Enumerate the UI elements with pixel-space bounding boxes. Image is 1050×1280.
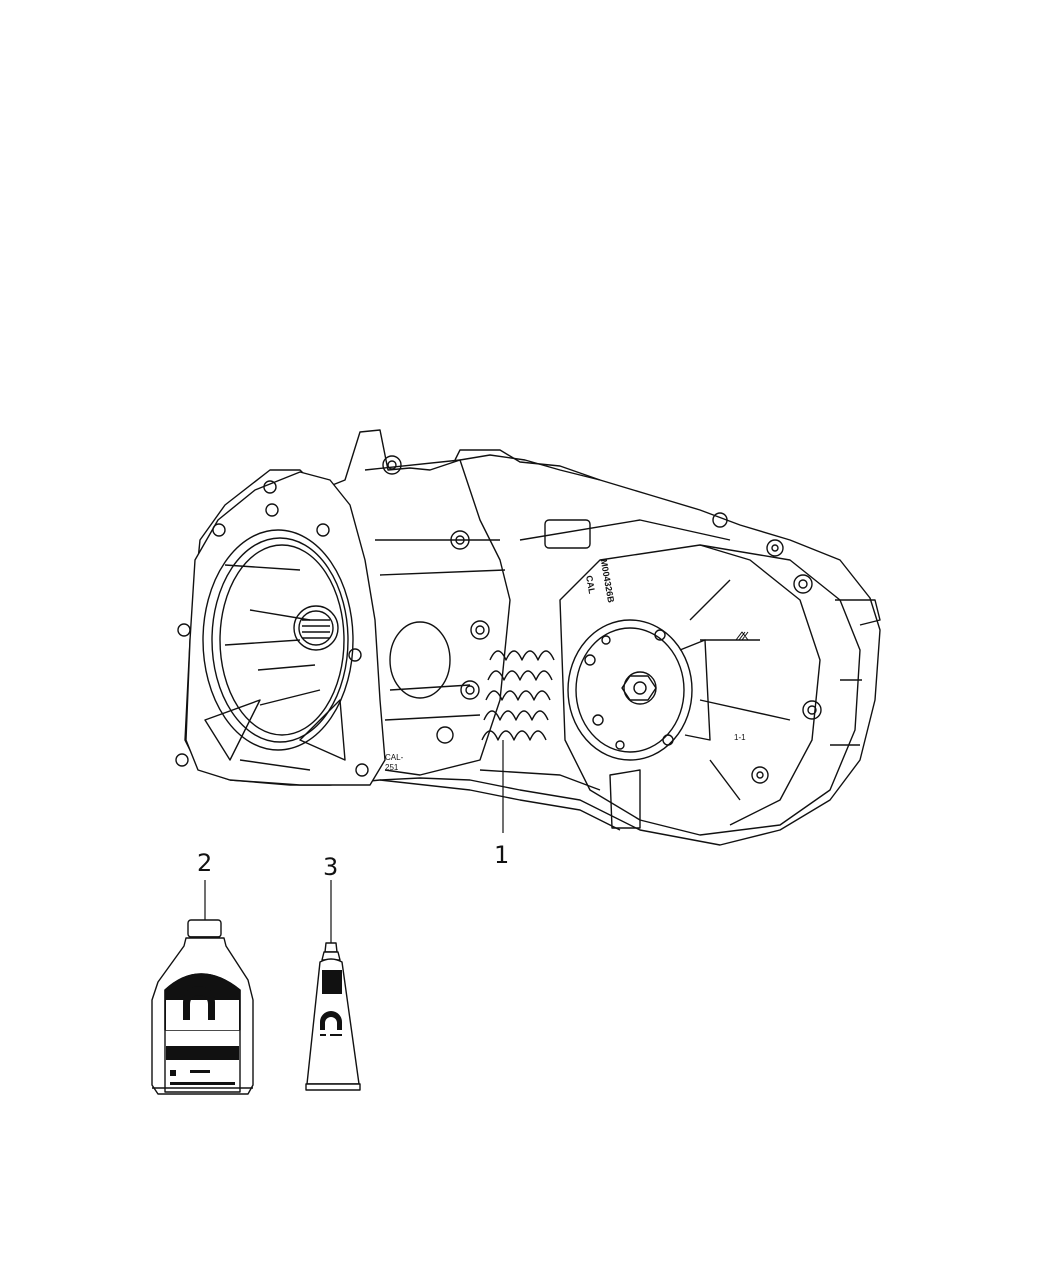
sealant-tube bbox=[305, 880, 361, 1091]
cooling-fins bbox=[481, 650, 555, 741]
callout-2[interactable]: 2 bbox=[197, 849, 213, 877]
callout-3[interactable]: 3 bbox=[323, 853, 339, 881]
case-marker: 1-1 bbox=[734, 733, 746, 742]
fluid-bottle bbox=[151, 880, 254, 1095]
callout-1[interactable]: 1 bbox=[494, 841, 510, 869]
case-cal-marking: CAL bbox=[584, 575, 597, 595]
output-flange bbox=[567, 619, 711, 761]
case-side-marking: CAL- bbox=[385, 753, 404, 762]
transfer-case-assembly: M004326B CAL CAL- 251 1-1 bbox=[175, 429, 881, 846]
case-side-number: 251 bbox=[385, 763, 399, 772]
